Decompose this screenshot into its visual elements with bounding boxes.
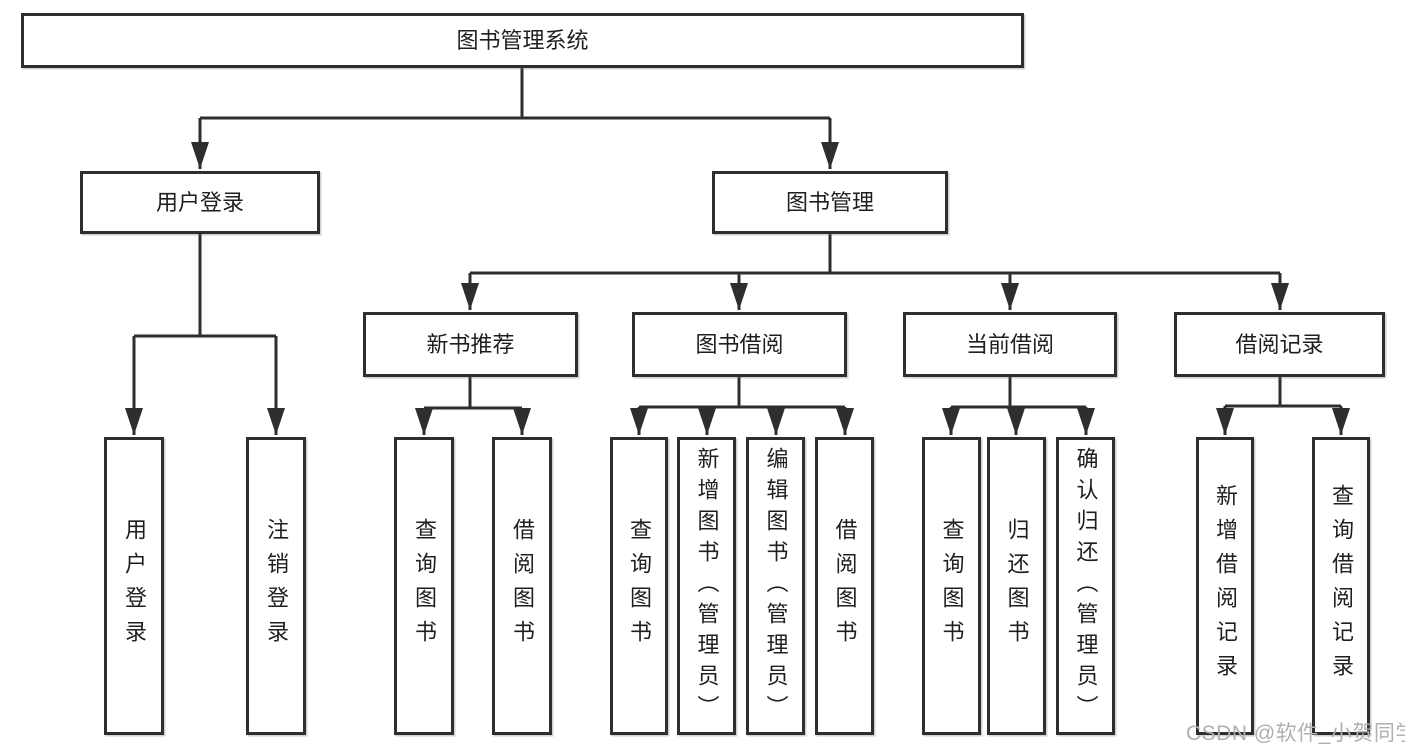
- leaf-logout: 注销登录: [246, 437, 306, 735]
- leaf-return-book: 归还图书: [987, 437, 1046, 735]
- node-current-borrow-label: 当前借阅: [965, 331, 1054, 357]
- connector-root-to-level2: [191, 68, 839, 169]
- node-book-system-root-label: 图书管理系统: [456, 27, 589, 53]
- connector-book-management-children: [461, 234, 1289, 310]
- leaf-logout-label: 注销登录: [264, 518, 289, 654]
- connector-book-borrow-children: [630, 377, 854, 435]
- connector-borrow-records-children: [1216, 377, 1350, 435]
- node-book-management: 图书管理: [712, 171, 948, 234]
- leaf-borrow-books-1: 借阅图书: [492, 437, 552, 735]
- connector-user-login-children: [125, 234, 285, 435]
- node-book-management-label: 图书管理: [785, 189, 874, 215]
- leaf-query-books-2: 查询图书: [610, 437, 668, 735]
- leaf-query-books-3-label: 查询图书: [939, 518, 965, 654]
- leaf-edit-book-admin: 编辑图书（管理员）: [746, 437, 805, 735]
- node-new-book-recommend: 新书推荐: [363, 312, 578, 377]
- leaf-query-borrow-record: 查询借阅记录: [1312, 437, 1370, 735]
- leaf-query-borrow-record-label: 查询借阅记录: [1329, 484, 1354, 688]
- leaf-query-books-2-label: 查询图书: [627, 518, 652, 654]
- leaf-confirm-return-admin: 确认归还（管理员）: [1056, 437, 1115, 735]
- node-current-borrow: 当前借阅: [903, 312, 1117, 377]
- node-user-login: 用户登录: [80, 171, 320, 234]
- leaf-return-book-label: 归还图书: [1004, 518, 1030, 654]
- leaf-add-book-admin-label: 新增图书（管理员）: [694, 446, 720, 726]
- connector-current-borrow-children: [942, 377, 1095, 435]
- node-new-book-recommend-label: 新书推荐: [426, 331, 515, 357]
- node-book-borrow-label: 图书借阅: [695, 331, 784, 357]
- node-book-system-root: 图书管理系统: [21, 13, 1024, 68]
- leaf-borrow-books-2: 借阅图书: [815, 437, 874, 735]
- csdn-watermark: CSDN @软件_小贺同学: [1186, 722, 1405, 745]
- node-book-borrow: 图书借阅: [632, 312, 847, 377]
- leaf-edit-book-admin-label: 编辑图书（管理员）: [763, 446, 789, 726]
- leaf-user-login: 用户登录: [104, 437, 164, 735]
- node-user-login-label: 用户登录: [155, 189, 244, 215]
- node-borrow-records-label: 借阅记录: [1235, 331, 1324, 357]
- leaf-borrow-books-2-label: 借阅图书: [832, 518, 858, 654]
- leaf-add-book-admin: 新增图书（管理员）: [677, 437, 736, 735]
- leaf-query-books-3: 查询图书: [922, 437, 981, 735]
- leaf-query-books-1: 查询图书: [394, 437, 454, 735]
- leaf-borrow-books-1-label: 借阅图书: [510, 518, 535, 654]
- connector-new-book-recommend-children: [415, 377, 531, 435]
- leaf-confirm-return-admin-label: 确认归还（管理员）: [1073, 446, 1099, 726]
- leaf-query-books-1-label: 查询图书: [412, 518, 437, 654]
- leaf-add-borrow-record: 新增借阅记录: [1196, 437, 1254, 735]
- leaf-add-borrow-record-label: 新增借阅记录: [1213, 484, 1238, 688]
- leaf-user-login-label: 用户登录: [122, 518, 147, 654]
- node-borrow-records: 借阅记录: [1174, 312, 1385, 377]
